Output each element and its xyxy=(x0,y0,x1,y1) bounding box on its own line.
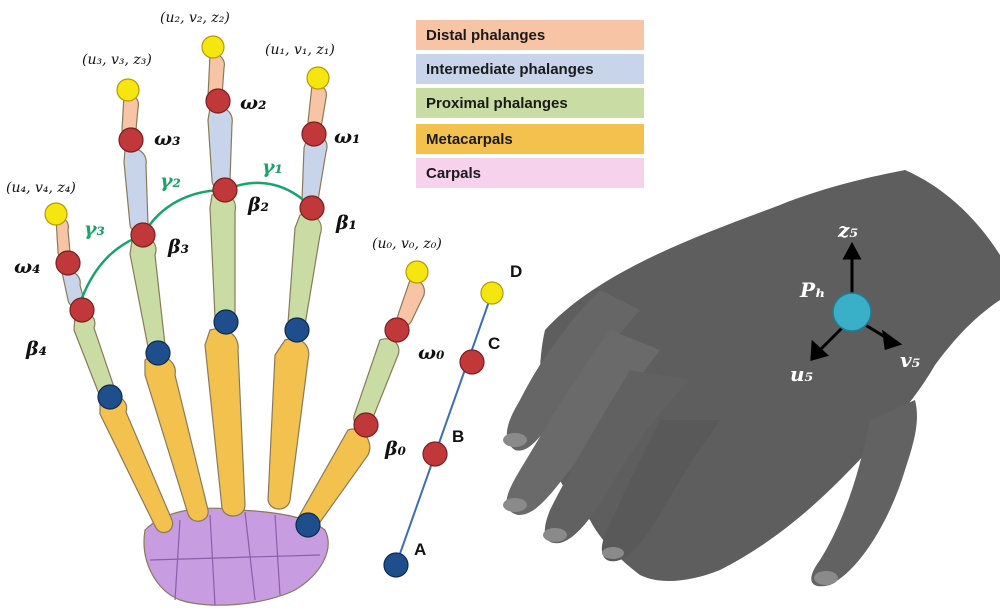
omega1-label: ω₁ xyxy=(334,126,360,148)
metacarpal-middle xyxy=(205,329,245,516)
beta2-joint xyxy=(213,178,237,202)
coord-label-3: (u₃, v₃, z₃) xyxy=(82,52,152,68)
axis-z-label: z₅ xyxy=(838,218,858,242)
tip-joint-index xyxy=(307,67,329,89)
mcp-joint-middle xyxy=(214,310,238,334)
hand-origin-label: Pₕ xyxy=(800,278,825,302)
legend-intermediate: Intermediate phalanges xyxy=(416,54,644,84)
tip-joint-thumb xyxy=(406,261,428,283)
omega4-joint xyxy=(56,251,80,275)
legend-metacarpals: Metacarpals xyxy=(416,124,644,154)
tip-joint-little xyxy=(45,203,67,225)
tip-joint-ring xyxy=(117,79,139,101)
coord-label-4: (u₄, v₄, z₄) xyxy=(6,180,76,196)
metacarpal-index xyxy=(268,339,309,509)
beta1-label: β₁ xyxy=(336,212,357,234)
omega0-joint xyxy=(385,318,409,342)
omega3-label: ω₃ xyxy=(154,128,180,150)
omega2-joint xyxy=(206,89,230,113)
legend-intermediate-label: Intermediate phalanges xyxy=(426,61,594,78)
omega0-label: ω₀ xyxy=(418,342,444,364)
tip-joint-middle xyxy=(202,36,224,58)
chain-point-b xyxy=(423,442,447,466)
axis-u-label: u₅ xyxy=(790,362,813,386)
omega1-joint xyxy=(302,122,326,146)
omega4-label: ω₄ xyxy=(14,256,40,278)
gamma2-label: γ₂ xyxy=(160,170,181,192)
intermediate-ring xyxy=(124,149,148,234)
mcp-joint-index xyxy=(285,318,309,342)
mcp-joint-little xyxy=(98,385,122,409)
nail-middle xyxy=(503,498,527,512)
chain-label-b: B xyxy=(452,427,464,447)
omega3-joint xyxy=(119,128,143,152)
proximal-thumb xyxy=(354,339,399,427)
chain-point-c xyxy=(460,350,484,374)
coord-label-2: (u₂, v₂, z₂) xyxy=(160,10,230,26)
beta0-joint xyxy=(354,413,378,437)
coord-label-1: (u₁, v₁, z₁) xyxy=(265,42,335,58)
beta1-joint xyxy=(300,196,324,220)
coord-label-0: (u₀, v₀, z₀) xyxy=(372,236,442,252)
hand-mesh xyxy=(503,170,1000,586)
chain-label-a: A xyxy=(414,540,426,560)
beta0-label: β₀ xyxy=(385,438,406,460)
chain-label-c: C xyxy=(488,334,500,354)
beta3-joint xyxy=(131,223,155,247)
chain-label-d: D xyxy=(510,262,522,282)
beta3-label: β₃ xyxy=(168,236,189,258)
gamma1-label: γ₁ xyxy=(262,156,283,178)
skeleton-hand xyxy=(56,54,424,605)
hand-origin-marker xyxy=(833,293,871,331)
beta2-label: β₂ xyxy=(248,194,269,216)
chain-line xyxy=(396,293,492,565)
nail-index xyxy=(503,433,527,447)
legend-proximal-label: Proximal phalanges xyxy=(426,95,568,112)
mcp-joint-ring xyxy=(146,341,170,365)
nail-thumb xyxy=(814,571,838,585)
axis-v-label: v₅ xyxy=(900,348,920,372)
omega2-label: ω₂ xyxy=(240,92,266,114)
legend-metacarpals-label: Metacarpals xyxy=(426,131,513,148)
chain-point-d xyxy=(481,282,503,304)
proximal-index xyxy=(288,214,321,332)
legend-proximal: Proximal phalanges xyxy=(416,88,644,118)
legend-distal-label: Distal phalanges xyxy=(426,27,545,44)
proximal-middle xyxy=(210,194,235,327)
legend-carpals: Carpals xyxy=(416,158,644,188)
nail-ring xyxy=(543,528,567,542)
chain-point-a xyxy=(384,553,408,577)
cmc-joint-thumb xyxy=(296,513,320,537)
beta4-joint xyxy=(70,298,94,322)
proximal-ring xyxy=(130,237,165,354)
nail-little xyxy=(602,547,624,559)
intermediate-middle xyxy=(208,107,232,189)
legend-distal: Distal phalanges xyxy=(416,20,644,50)
gamma-arcs xyxy=(82,183,312,298)
legend-carpals-label: Carpals xyxy=(426,165,481,182)
gamma3-label: γ₃ xyxy=(84,218,105,240)
beta4-label: β₄ xyxy=(26,338,47,360)
